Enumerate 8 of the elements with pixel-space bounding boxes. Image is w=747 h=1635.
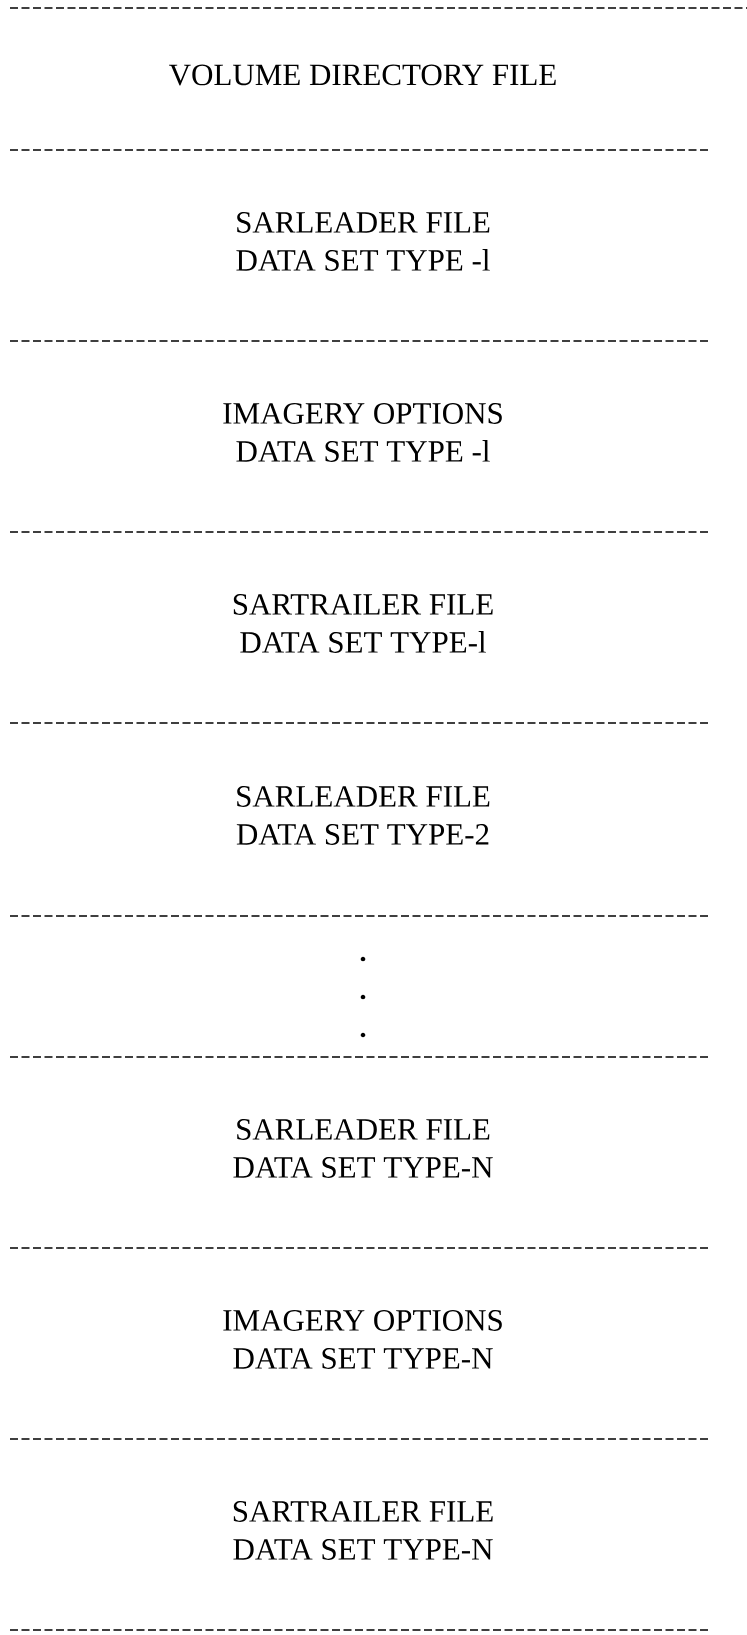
- file-label: IMAGERY OPTIONS DATA SET TYPE -l: [223, 403, 502, 462]
- file-label: SARLEADER FILE DATA SET TYPE-2: [236, 786, 490, 845]
- file-label: IMAGERY OPTIONS DATA SET TYPE-N: [223, 1310, 502, 1369]
- file-label: SARLEADER FILE DATA SET TYPE -l: [236, 212, 490, 271]
- file-label: SARTRAILER FILE DATA SET TYPE-N: [233, 1501, 493, 1560]
- file-label: SARLEADER FILE DATA SET TYPE-N: [233, 1119, 493, 1178]
- file-label: SARTRAILER FILE DATA SET TYPE-l: [233, 594, 493, 653]
- file-label: VOLUME DIRECTORY FILE: [169, 64, 556, 86]
